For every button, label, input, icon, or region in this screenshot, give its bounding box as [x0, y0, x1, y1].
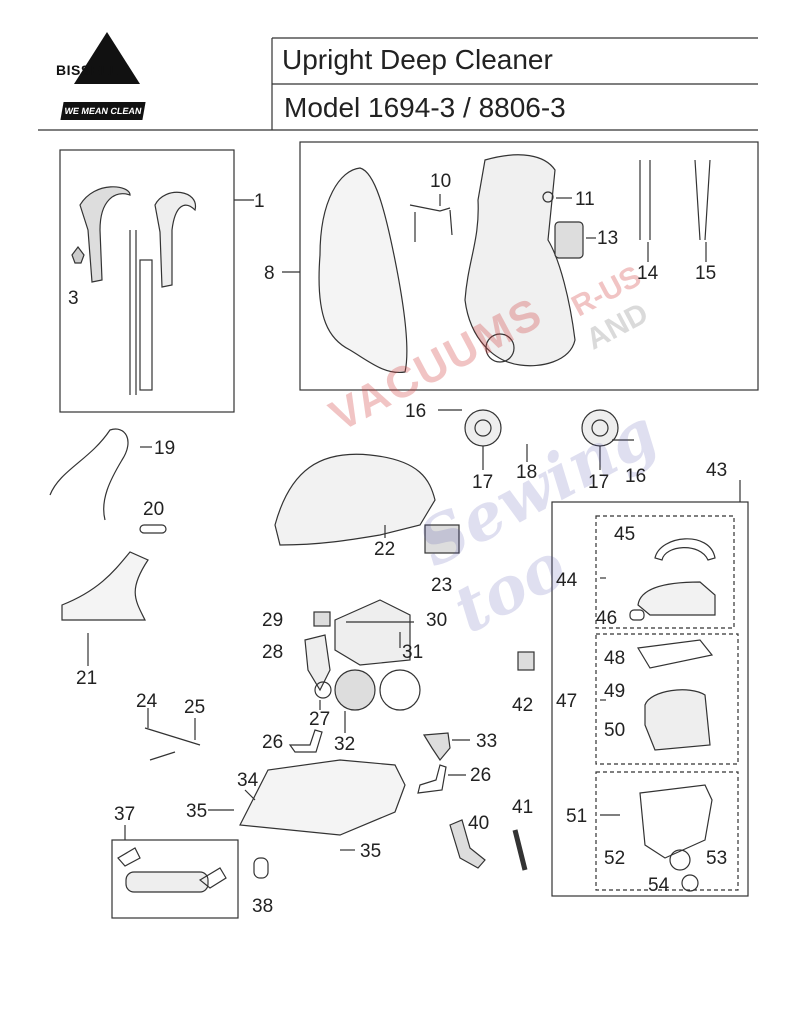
callout-31: 31: [402, 642, 424, 663]
callout-3: 3: [68, 288, 79, 309]
callout-47: 47: [556, 691, 578, 712]
bissell-logo: [74, 32, 140, 84]
callout-13: 13: [597, 228, 619, 249]
callout-25: 25: [184, 697, 206, 718]
callout-41: 41: [512, 797, 534, 818]
callout-14: 14: [637, 263, 659, 284]
callout-33: 33: [476, 731, 498, 752]
callout-21: 21: [76, 668, 98, 689]
callout-35-left: 35: [186, 801, 208, 822]
callout-17-left: 17: [472, 472, 494, 493]
callout-54: 54: [648, 875, 670, 896]
callout-50: 50: [604, 720, 626, 741]
callout-8: 8: [264, 263, 275, 284]
callout-44: 44: [556, 570, 578, 591]
callout-53: 53: [706, 848, 728, 869]
callout-34: 34: [237, 770, 259, 791]
callout-43: 43: [706, 460, 728, 481]
callout-30: 30: [426, 610, 448, 631]
callout-27: 27: [309, 709, 331, 730]
callout-20: 20: [143, 499, 165, 520]
callout-40: 40: [468, 813, 490, 834]
callout-23: 23: [431, 575, 453, 596]
callout-37: 37: [114, 804, 136, 825]
callout-35-right: 35: [360, 841, 382, 862]
callout-16-left: 16: [405, 401, 427, 422]
callout-29: 29: [262, 610, 284, 631]
callout-52: 52: [604, 848, 626, 869]
callout-45: 45: [614, 524, 636, 545]
callout-51: 51: [566, 806, 588, 827]
callout-11: 11: [575, 189, 595, 210]
brand-name: BISSELL: [56, 62, 119, 78]
callout-16-right: 16: [625, 466, 647, 487]
callout-42: 42: [512, 695, 534, 716]
callout-24: 24: [136, 691, 158, 712]
callout-17-right: 17: [588, 472, 610, 493]
page-title: Upright Deep Cleaner: [282, 44, 553, 75]
callout-19: 19: [154, 438, 176, 459]
callout-22: 22: [374, 539, 396, 560]
callout-48: 48: [604, 648, 626, 669]
callout-10: 10: [430, 171, 452, 192]
callout-32: 32: [334, 734, 356, 755]
callout-46: 46: [596, 608, 618, 629]
callout-26-left: 26: [262, 732, 284, 753]
callout-1: 1: [254, 191, 265, 212]
callout-28: 28: [262, 642, 284, 663]
callout-18: 18: [516, 462, 538, 483]
callout-49: 49: [604, 681, 626, 702]
callout-26-right: 26: [470, 765, 492, 786]
callout-15: 15: [695, 263, 717, 284]
model-number: Model 1694-3 / 8806-3: [284, 92, 566, 123]
callout-38: 38: [252, 896, 274, 917]
